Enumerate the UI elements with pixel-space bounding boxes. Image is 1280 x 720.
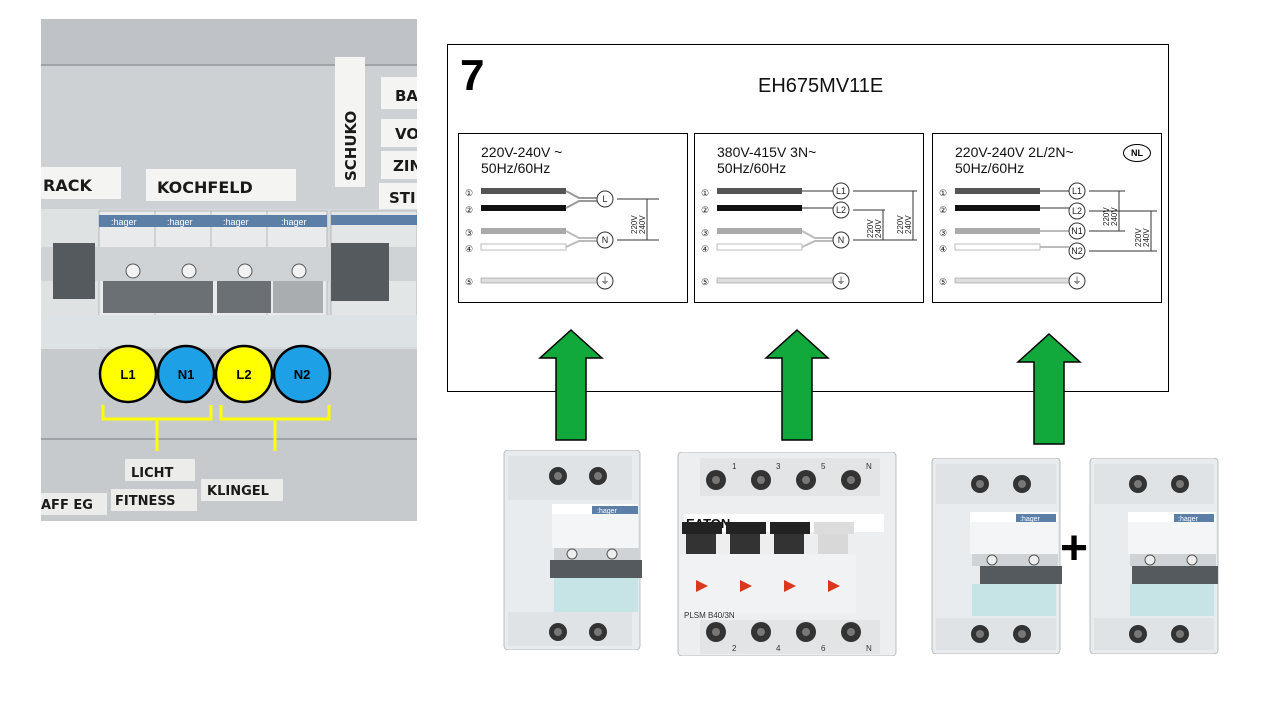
label-schuko: SCHUKO — [342, 111, 360, 181]
wiring-panel-three-phase: 380V-415V 3N~ 50Hz/60Hz ① ② ③ ④ ⑤ L1 L2 … — [694, 133, 924, 303]
breaker-hager-2pole-1: :hager — [502, 449, 642, 651]
svg-text:⏚: ⏚ — [836, 276, 845, 286]
svg-text:4: 4 — [776, 644, 781, 653]
svg-text:240V: 240V — [638, 215, 647, 234]
svg-text:③: ③ — [939, 228, 947, 238]
svg-text:L1: L1 — [836, 186, 846, 196]
distribution-board-photo: RACK KOCHFELD SCHUKO BA VO ZIN STI :hage… — [41, 19, 417, 521]
svg-text:L1: L1 — [1072, 186, 1082, 196]
svg-text:⏚: ⏚ — [1072, 276, 1081, 286]
panel1-spec-frequency: 50Hz/60Hz — [481, 160, 551, 176]
svg-text:1: 1 — [732, 462, 737, 471]
svg-text::hager: :hager — [1178, 516, 1199, 523]
svg-text:N2: N2 — [294, 367, 311, 382]
hager-brand-2: :hager — [167, 217, 193, 227]
circle-l1: L1 — [98, 344, 158, 404]
svg-text:220V: 220V — [630, 215, 639, 234]
svg-text:L: L — [602, 194, 607, 204]
hager-brand-3: :hager — [223, 217, 249, 227]
panel2-spec-voltage: 380V-415V 3N~ — [717, 144, 817, 160]
svg-text:N: N — [866, 644, 872, 653]
bracket-left — [101, 405, 213, 451]
nl-badge: NL — [1123, 144, 1151, 162]
svg-text:240V: 240V — [904, 215, 913, 234]
breaker-eaton-4pole: 1 3 5 N EATON PLSM B40/3N 2 4 6 N — [676, 451, 898, 657]
panel2-spec-frequency: 50Hz/60Hz — [717, 160, 787, 176]
svg-text:③: ③ — [465, 228, 473, 238]
svg-text:220V: 220V — [1134, 228, 1143, 247]
svg-text:④: ④ — [465, 244, 473, 254]
label-kochfeld: KOCHFELD — [157, 178, 253, 197]
svg-text:④: ④ — [939, 244, 947, 254]
panel1-spec-voltage: 220V-240V ~ — [481, 144, 563, 160]
svg-text:240V: 240V — [1142, 228, 1151, 247]
label-klingel: KLINGEL — [207, 484, 269, 499]
svg-text:220V: 220V — [1102, 207, 1111, 226]
svg-text:⑤: ⑤ — [465, 277, 473, 287]
svg-text:220V: 220V — [866, 219, 875, 238]
svg-text:N: N — [866, 462, 872, 471]
svg-text:L2: L2 — [236, 367, 251, 382]
wiring-diagram: 7 EH675MV11E 220V-240V ~ 50Hz/60Hz ① ② ③… — [447, 44, 1169, 392]
label-zin: ZIN — [393, 157, 417, 175]
svg-text:④: ④ — [701, 244, 709, 254]
svg-text:⑤: ⑤ — [939, 277, 947, 287]
svg-text:N1: N1 — [178, 367, 195, 382]
svg-text:6: 6 — [821, 644, 826, 653]
breaker-hager-2pole-2: :hager — [930, 457, 1062, 655]
circle-n2: N2 — [272, 344, 332, 404]
diagram-number: 7 — [460, 51, 485, 100]
hager-brand-4: :hager — [281, 217, 307, 227]
svg-text:L2: L2 — [1072, 206, 1082, 216]
panel3-spec-voltage: 220V-240V 2L/2N~ — [955, 144, 1074, 160]
svg-text:N2: N2 — [1071, 246, 1083, 256]
svg-text:②: ② — [701, 205, 709, 215]
circle-l2: L2 — [214, 344, 274, 404]
svg-text:①: ① — [701, 188, 709, 198]
hager-brand-1: :hager — [111, 217, 137, 227]
label-licht: LICHT — [131, 466, 174, 481]
svg-text:①: ① — [465, 188, 473, 198]
svg-text:240V: 240V — [1110, 207, 1119, 226]
svg-text:5: 5 — [821, 462, 826, 471]
label-rack: RACK — [43, 176, 92, 195]
svg-text:N1: N1 — [1071, 226, 1083, 236]
svg-text:⑤: ⑤ — [701, 277, 709, 287]
plus-sign: + — [1060, 522, 1089, 575]
wiring-panel-two-phase: 220V-240V 2L/2N~ 50Hz/60Hz NL ① ② ③ ④ ⑤ … — [932, 133, 1162, 303]
breaker-hager-2pole-3: :hager — [1088, 457, 1220, 655]
svg-text:⏚: ⏚ — [600, 276, 609, 286]
svg-text:220V: 220V — [896, 215, 905, 234]
svg-text:PLSM B40/3N: PLSM B40/3N — [684, 611, 735, 620]
svg-text:240V: 240V — [874, 219, 883, 238]
svg-text:3: 3 — [776, 462, 781, 471]
svg-text:②: ② — [939, 205, 947, 215]
svg-text:②: ② — [465, 205, 473, 215]
label-vo: VO — [395, 125, 417, 143]
label-sti: STI — [389, 189, 416, 207]
label-aff-eg: AFF EG — [41, 498, 93, 513]
wiring-panel-single-phase: 220V-240V ~ 50Hz/60Hz ① ② ③ ④ ⑤ L N ⏚ — [458, 133, 688, 303]
svg-text:③: ③ — [701, 228, 709, 238]
label-fitness: FITNESS — [115, 494, 176, 509]
svg-text::hager: :hager — [597, 508, 618, 515]
panel3-spec-frequency: 50Hz/60Hz — [955, 160, 1025, 176]
label-ba: BA — [395, 87, 417, 105]
svg-text:2: 2 — [732, 644, 737, 653]
model-number: EH675MV11E — [758, 75, 884, 97]
circle-n1: N1 — [156, 344, 216, 404]
svg-text:L2: L2 — [836, 205, 846, 215]
bracket-right — [219, 405, 331, 451]
svg-text:N: N — [602, 235, 609, 245]
svg-text::hager: :hager — [1020, 516, 1041, 523]
svg-text:L1: L1 — [120, 367, 135, 382]
svg-text:N: N — [838, 235, 845, 245]
svg-text:①: ① — [939, 188, 947, 198]
